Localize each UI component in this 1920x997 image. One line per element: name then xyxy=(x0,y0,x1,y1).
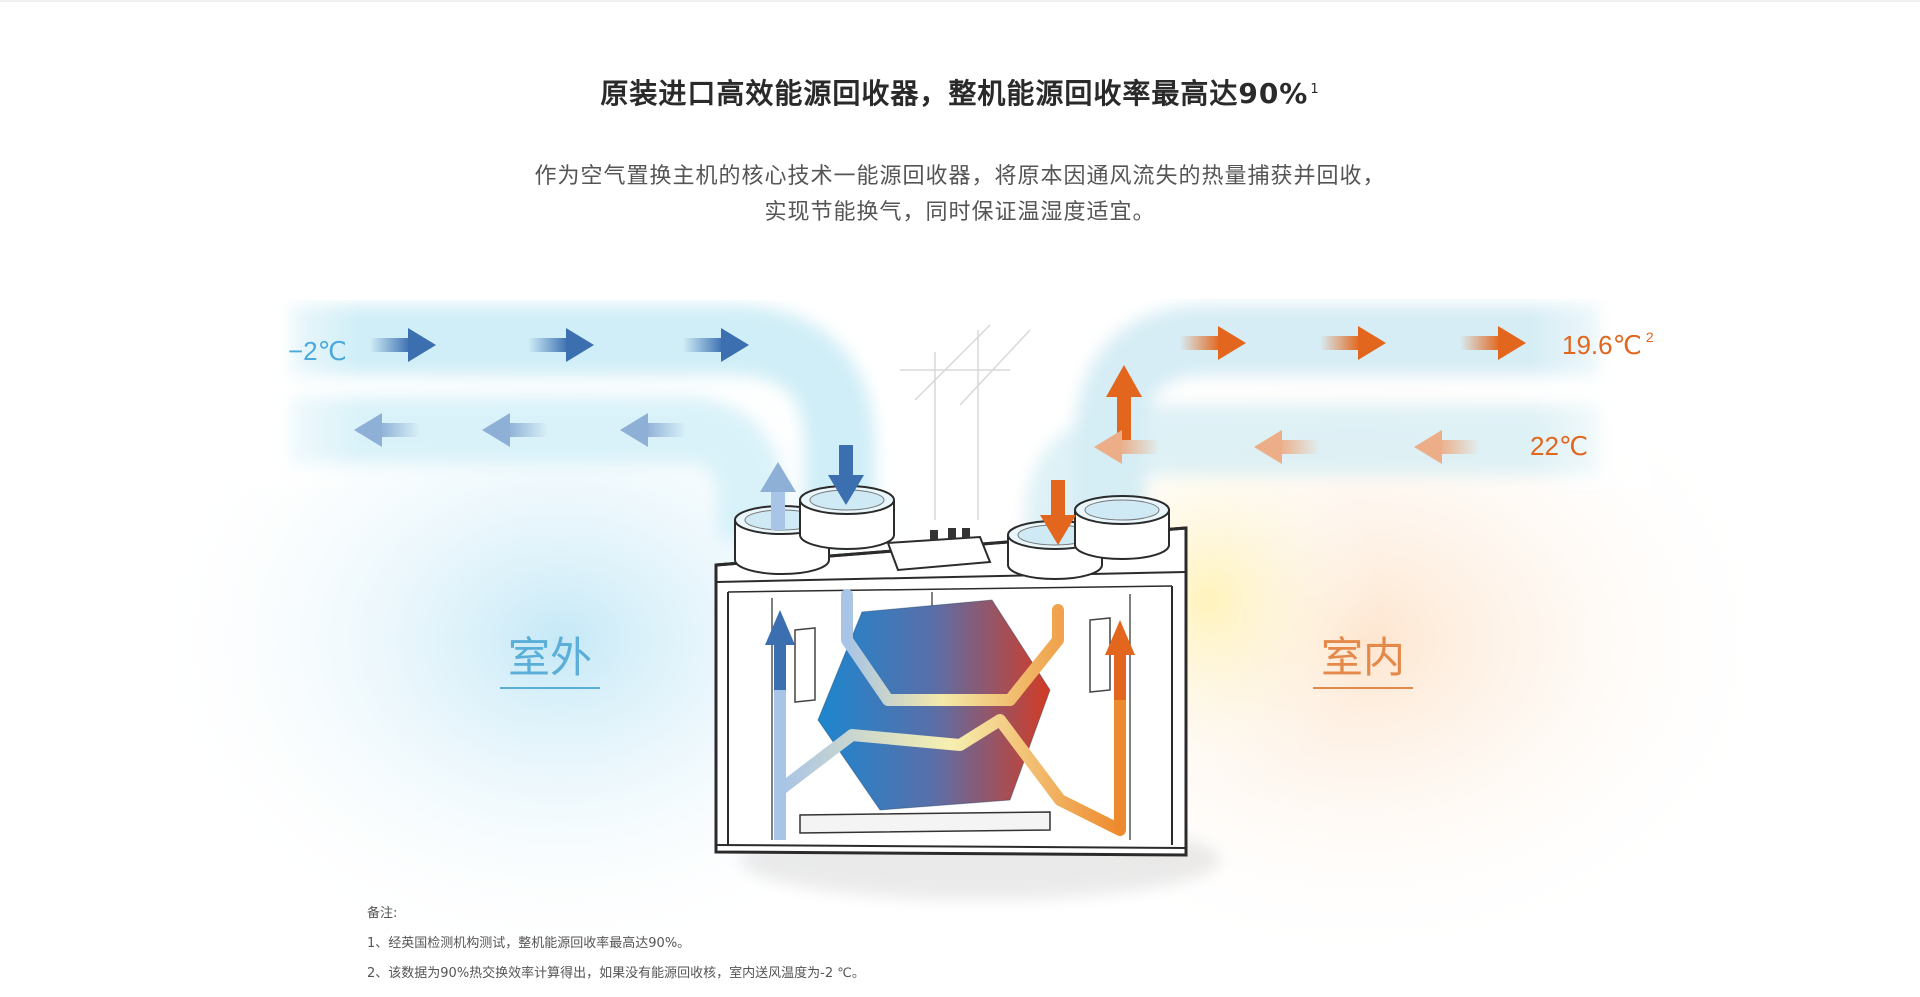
outdoor-exhaust-arrows xyxy=(354,413,686,447)
ventilation-unit xyxy=(714,485,1220,900)
window-frame xyxy=(900,324,1031,520)
outdoor-temperature: −2℃ xyxy=(288,336,347,366)
indoor-label: 室内 xyxy=(1321,633,1405,682)
airflow-paths xyxy=(774,589,1126,836)
outdoor-ducts xyxy=(290,305,875,540)
note-item-1: 1、经英国检测机构测试，整机能源回收率最高达90%。 xyxy=(367,936,691,951)
page-title-text: 原装进口高效能源回收器，整机能源回收率最高达90% xyxy=(600,77,1309,110)
supply-temperature-value: 19.6℃ xyxy=(1562,330,1642,360)
return-temperature: 22℃ xyxy=(1530,431,1588,461)
description-line-2: 实现节能换气，同时保证温湿度适宜。 xyxy=(764,200,1156,225)
internal-arrows xyxy=(765,610,1135,840)
indoor-return-arrows xyxy=(1094,430,1480,464)
duct-collar xyxy=(799,485,895,550)
duct-arrows xyxy=(760,365,1142,545)
page-title: 原装进口高效能源回收器，整机能源回收率最高达90%1 xyxy=(0,72,1920,112)
note-item-2: 2、该数据为90%热交换效率计算得出，如果没有能源回收核，室内送风温度为-2 ℃… xyxy=(367,966,865,981)
indoor-supply-arrows xyxy=(1180,326,1526,360)
top-divider xyxy=(0,0,1920,2)
duct-collar xyxy=(1074,495,1170,560)
supply-temperature-note-ref: 2 xyxy=(1646,329,1654,345)
notes-heading: 备注: xyxy=(367,906,398,921)
title-note-ref: 1 xyxy=(1310,81,1320,97)
description-line-1: 作为空气置换主机的核心技术一能源回收器，将原本因通风流失的热量捕获并回收， xyxy=(534,164,1386,189)
outdoor-label: 室外 xyxy=(508,633,592,682)
outdoor-intake-arrows xyxy=(370,328,749,362)
